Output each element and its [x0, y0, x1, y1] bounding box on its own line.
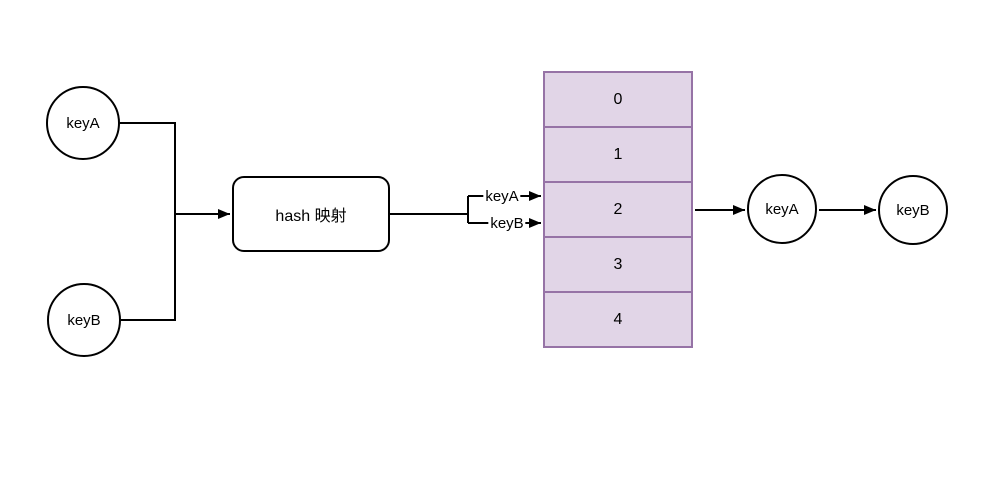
hash-function-box: hash 映射: [232, 176, 390, 252]
hash-bucket-cell-label: 2: [613, 200, 623, 218]
hash-function-label: hash 映射: [275, 208, 347, 225]
bucket-arrow-label-keyA: keyA: [483, 187, 521, 206]
chain-node-label-keyB: keyB: [896, 201, 930, 219]
input-key-label-keyB: keyB: [67, 311, 101, 329]
hash-bucket-cell-label: 4: [613, 310, 623, 328]
hash-bucket-cell-1: 1: [545, 128, 691, 183]
chain-node-keyB: keyB: [878, 175, 948, 245]
hash-bucket-cell-3: 3: [545, 238, 691, 293]
chain-node-label-keyA: keyA: [765, 200, 799, 218]
hash-bucket-cell-label: 1: [613, 145, 623, 163]
input-key-node-keyB: keyB: [47, 283, 121, 357]
hash-bucket-cell-4: 4: [545, 293, 691, 346]
bucket-arrow-label-keyB: keyB: [488, 214, 526, 233]
hash-bucket-cell-0: 0: [545, 73, 691, 128]
edge-keyA-to-hash: [120, 122, 230, 219]
chain-node-keyA: keyA: [747, 174, 817, 244]
hash-bucket-array: 0 1 2 3 4: [543, 71, 693, 348]
hash-bucket-cell-label: 0: [613, 90, 623, 108]
hash-bucket-cell-label: 3: [613, 255, 623, 273]
input-key-node-keyA: keyA: [46, 86, 120, 160]
edge-keyB-to-hash: [121, 213, 230, 321]
input-key-label-keyA: keyA: [66, 114, 100, 132]
hash-bucket-cell-2: 2: [545, 183, 691, 238]
